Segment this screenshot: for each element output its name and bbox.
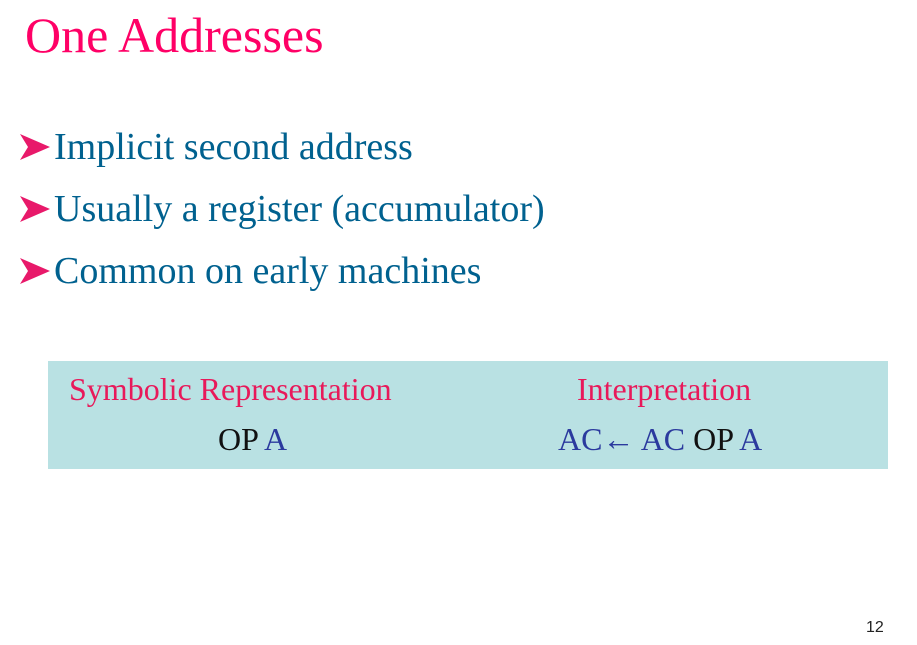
slide-title: One Addresses (25, 7, 324, 63)
interpretation-expression: AC← AC OP A (558, 419, 762, 459)
bullet-list: Implicit second address Usually a regist… (18, 116, 545, 302)
arrow-bullet-icon (20, 196, 50, 222)
operand: A (263, 421, 288, 457)
accumulator-source: AC (640, 421, 686, 457)
operand: A (739, 421, 763, 457)
assignment-arrow: ← (602, 421, 635, 457)
opcode: OP (693, 421, 733, 457)
arrow-bullet-icon (20, 134, 50, 160)
accumulator-target: AC (558, 421, 603, 457)
bullet-item: Usually a register (accumulator) (18, 178, 545, 240)
symbolic-expression: OP A (218, 419, 287, 459)
bullet-item: Common on early machines (18, 240, 545, 302)
formula-table: Symbolic Representation Interpretation O… (48, 361, 888, 469)
bullet-text: Common on early machines (54, 250, 482, 292)
bullet-text: Implicit second address (54, 126, 413, 168)
bullet-text: Usually a register (accumulator) (54, 188, 545, 230)
page-number: 12 (866, 619, 884, 636)
symbolic-header: Symbolic Representation (69, 371, 392, 407)
interpretation-header: Interpretation (577, 371, 752, 407)
arrow-bullet-icon (20, 258, 50, 284)
opcode: OP (218, 421, 258, 457)
bullet-item: Implicit second address (18, 116, 545, 178)
